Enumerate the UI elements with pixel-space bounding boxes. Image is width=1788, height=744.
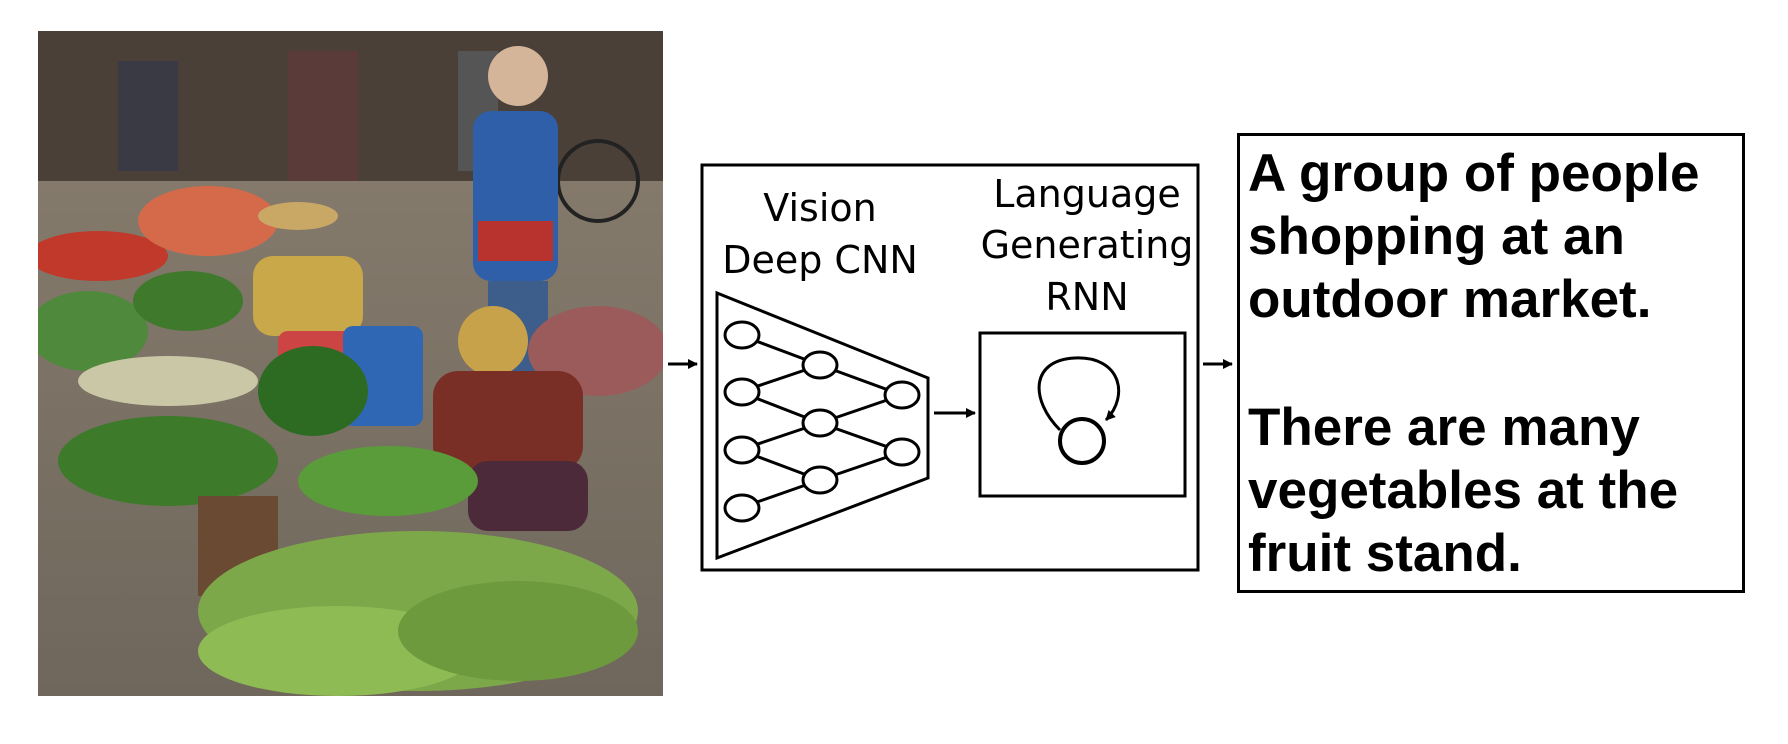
cnn-node (883, 437, 921, 467)
cnn-trapezoid (715, 290, 930, 561)
cnn-node (883, 380, 921, 410)
language-label-line1: Language (993, 172, 1181, 216)
rnn-box (978, 331, 1187, 498)
caption-1: A group of people shopping at an outdoor… (1248, 144, 1700, 329)
vision-label-line1: Vision (763, 186, 876, 230)
cnn-nodes (723, 320, 921, 523)
language-label-line2: Generating (981, 223, 1194, 267)
market-photo-icon (38, 31, 663, 696)
rnn-node (1058, 417, 1106, 465)
caption-box (1237, 133, 1745, 593)
language-label-line3: RNN (1045, 275, 1128, 319)
vision-label-line2: Deep CNN (722, 238, 918, 282)
model-box (700, 163, 1200, 572)
market-photo (38, 31, 663, 696)
cnn-node (801, 350, 839, 380)
cnn-node (723, 320, 761, 350)
caption-2: There are many vegetables at the fruit s… (1248, 398, 1679, 583)
cnn-node (801, 465, 839, 495)
cnn-node (723, 493, 761, 523)
cnn-node (801, 408, 839, 438)
rnn-loop-arrow (1037, 356, 1121, 432)
cnn-node (723, 435, 761, 465)
cnn-node (723, 377, 761, 407)
